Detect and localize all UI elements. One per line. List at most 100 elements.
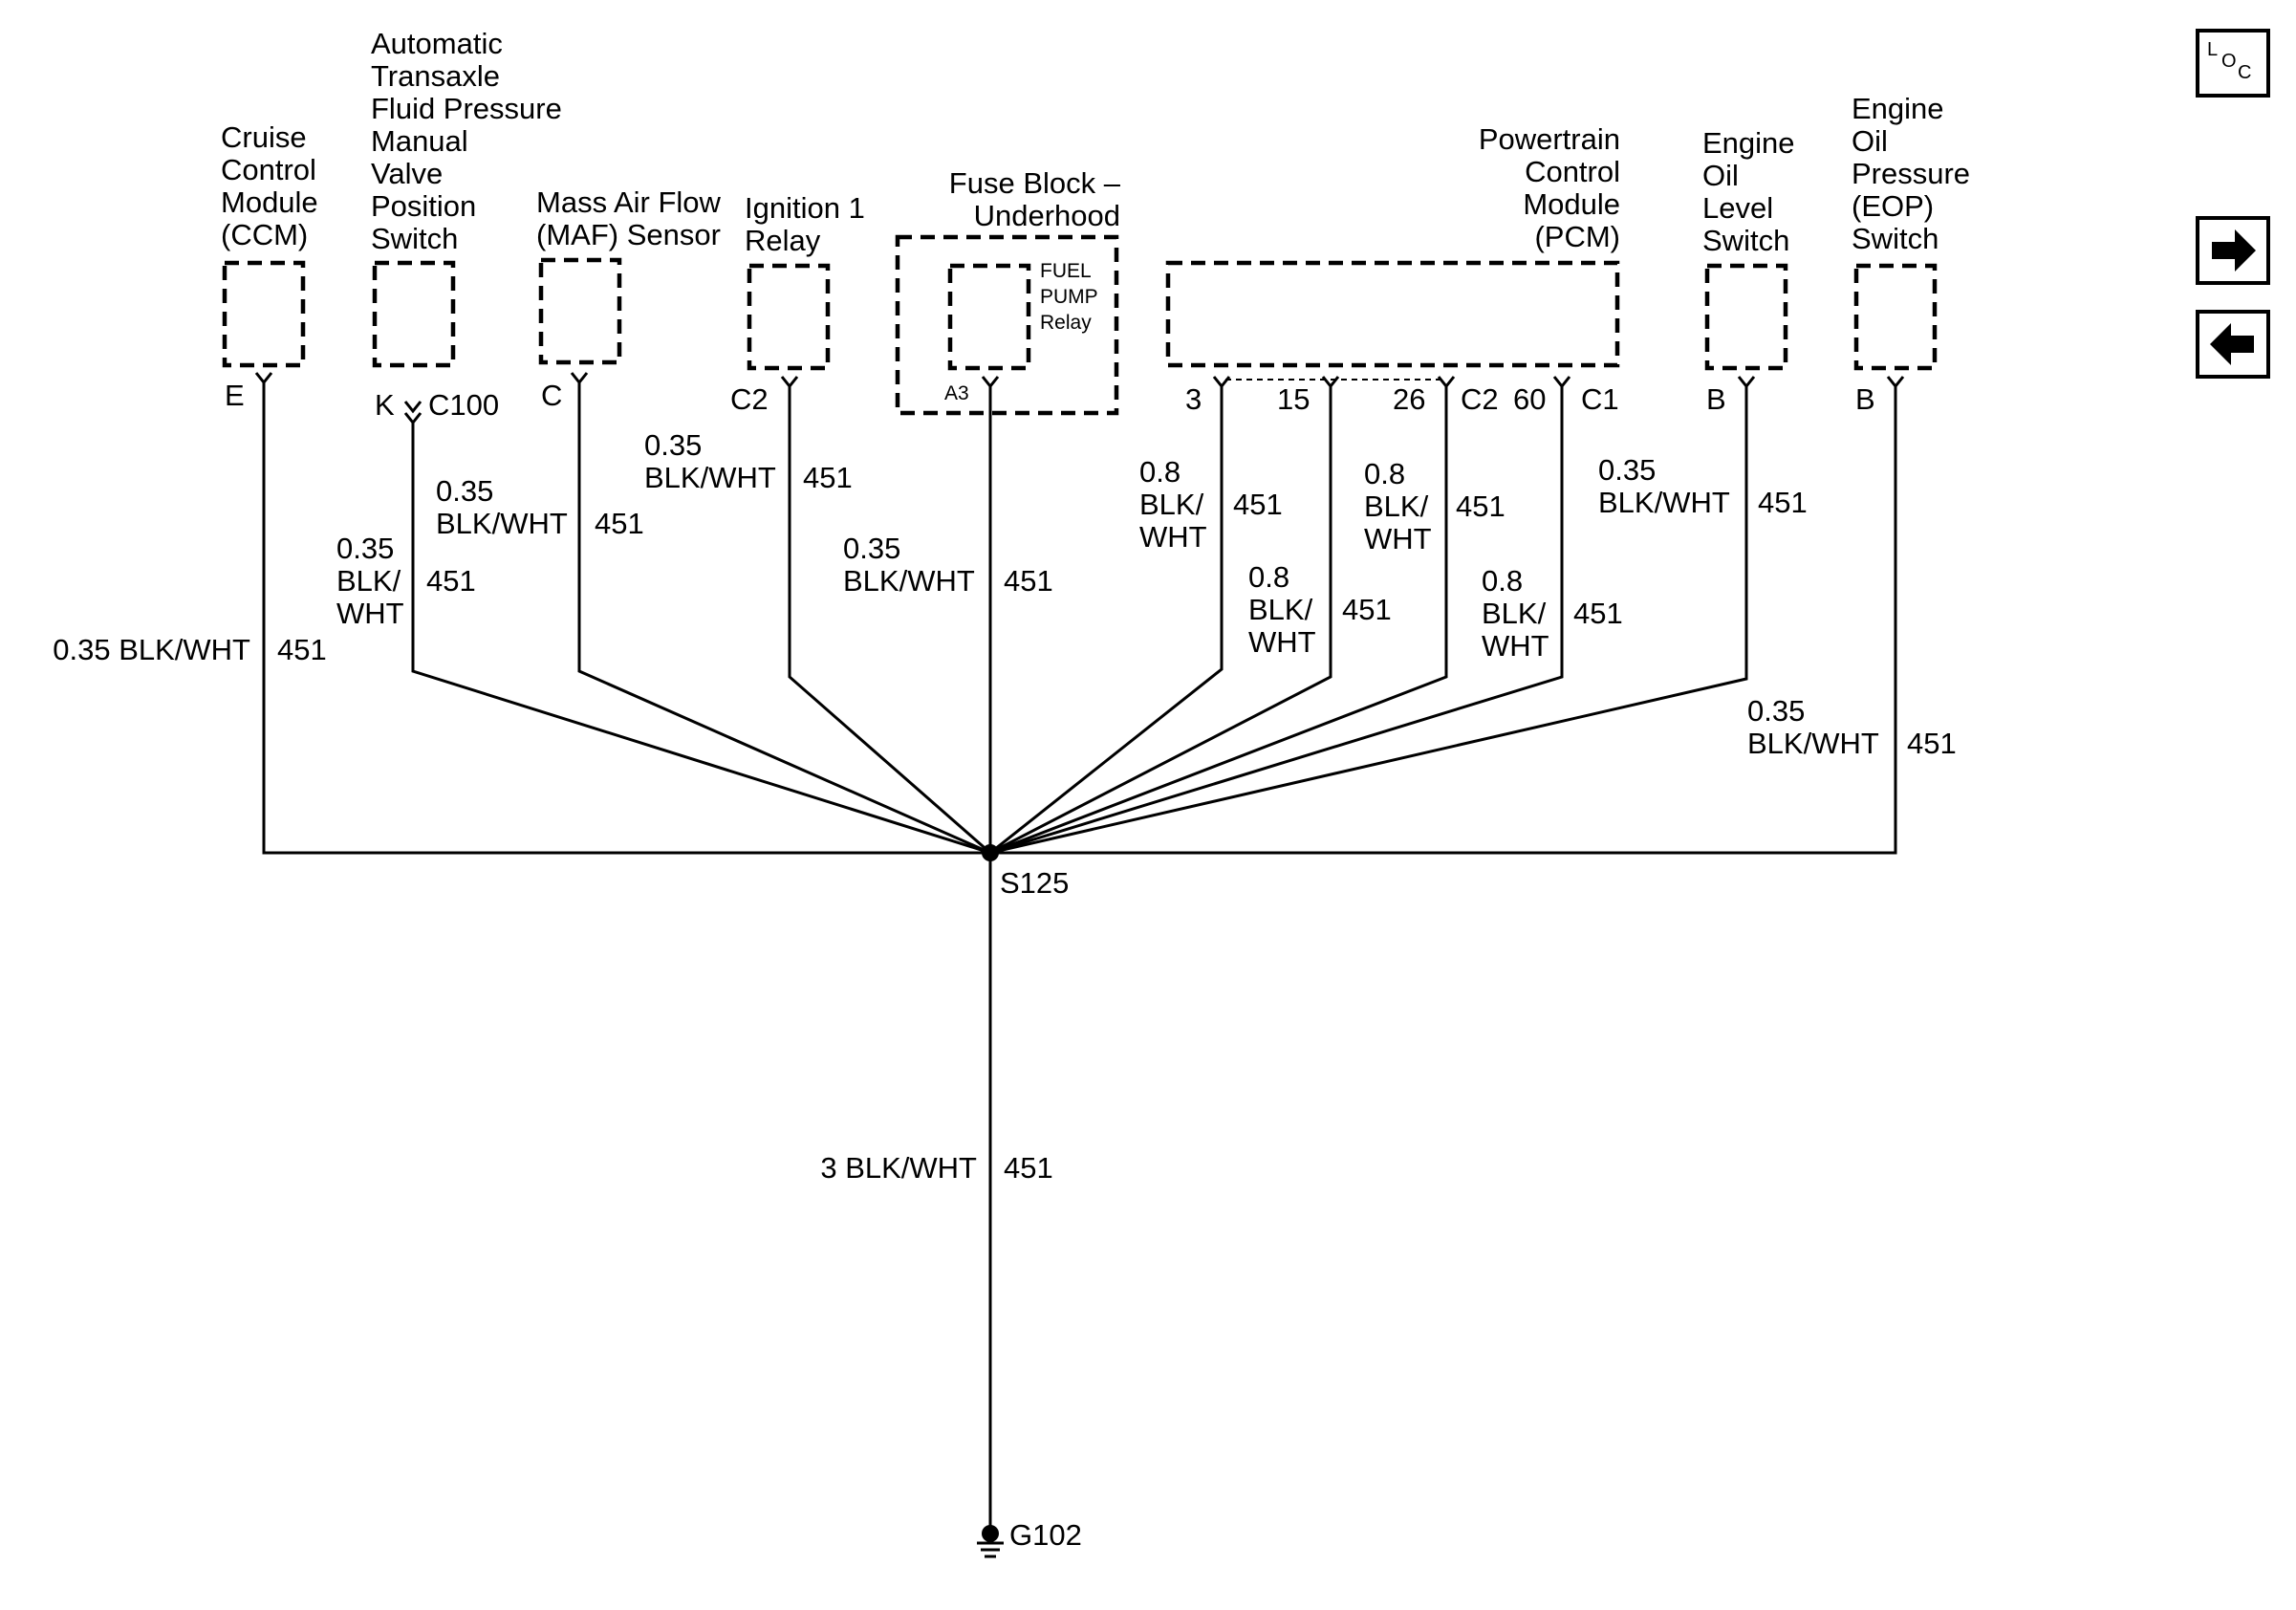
wire-circuit-maf: 451 [595,507,644,540]
wire-color-maf: BLK/WHT [436,507,568,540]
ignition-relay-box [747,263,831,371]
atfp-switch-label: Automatic Transaxle Fluid Pressure Manua… [371,27,562,255]
wire-color-pcm-3: 0.8 [1139,455,1180,489]
atfp-label-line: Fluid Pressure [371,92,562,125]
wire-color-eop: 0.35 [1747,694,1805,728]
fuse-label-line: Underhood [974,199,1120,232]
svg-text:C: C [2238,62,2251,83]
ccm-label: Cruise Control Module (CCM) [221,120,318,251]
eop-pin-label: B [1855,382,1875,416]
ccm-label-line: Control [221,153,316,186]
splice-label: S125 [1000,866,1069,900]
wire-color-pcm-60: WHT [1482,629,1549,663]
wire-color-pcm-3: BLK/ [1139,488,1204,521]
inline-connector-symbol [403,401,422,425]
ground-symbol [977,1525,1004,1558]
eol-label-line: Oil [1702,159,1739,192]
wire-color-pcm-15: BLK/ [1248,593,1313,626]
wire-color-eol: BLK/WHT [1598,486,1730,519]
pcm-pin-15-label: 15 [1277,382,1310,416]
wire-color-pcm-60: BLK/ [1482,597,1547,630]
wire-circuit-eop: 451 [1907,727,1957,760]
eop-label-line: Engine [1852,92,1944,125]
splice-dot [982,844,999,861]
wire-circuit-pcm-60: 451 [1573,597,1623,630]
svg-text:L: L [2207,39,2218,60]
pcm-label-line: Control [1525,155,1620,188]
fuel-pump-relay-box [947,263,1031,371]
maf-sensor-box [538,257,622,365]
svg-text:O: O [2221,51,2237,72]
wire-circuit-fuse: 451 [1004,564,1053,598]
pin-symbol [1737,376,1756,389]
wire-maf-sensor [577,382,991,855]
wire-color-pcm-15: WHT [1248,625,1316,659]
pcm-label-line: Powertrain [1479,122,1620,156]
maf-pin-label: C [541,379,562,412]
eop-label-line: Oil [1852,124,1888,158]
ccm-label-line: Cruise [221,120,307,154]
wire-color-atfp: BLK/ [336,564,401,598]
wire-color-ign: BLK/WHT [644,461,776,494]
loc-button[interactable]: L O C [2196,29,2270,98]
connector-pins [254,372,1905,425]
pcm-connector-c1-label: C1 [1581,382,1619,416]
fuel-relay-label-line: Relay [1040,312,1092,334]
wire-circuit-ground: 451 [1004,1151,1053,1185]
pin-symbol [1321,376,1340,389]
atfp-label-line: Position [371,189,476,223]
pin-symbol [780,376,799,389]
wires [262,382,1897,1534]
wire-circuit-ccm: 451 [277,633,327,666]
ign-pin-label: C2 [730,382,769,416]
atfp-label-line: Automatic [371,27,503,60]
back-button[interactable] [2196,310,2270,379]
pcm-label: Powertrain Control Module (PCM) [1479,122,1620,253]
loc-button-frame [2196,29,2270,98]
ccm-box [222,260,306,368]
wire-color-pcm-26: 0.8 [1364,457,1405,490]
atfp-label-line: Transaxle [371,59,500,93]
wire-color-pcm-60: 0.8 [1482,564,1523,598]
arrow-left-icon [2210,323,2254,365]
wire-color-fuse: 0.35 [843,532,900,565]
wire-circuit-atfp: 451 [426,564,476,598]
ignition-relay-label: Ignition 1 Relay [745,191,865,257]
wire-circuit-pcm-26: 451 [1456,490,1505,523]
ccm-label-line: (CCM) [221,218,308,251]
ign-label-line: Relay [745,224,821,257]
pcm-pin-3-label: 3 [1185,382,1202,416]
forward-button[interactable] [2196,216,2270,285]
fuel-relay-label-line: FUEL [1040,260,1092,282]
pcm-label-line: (PCM) [1534,220,1620,253]
atfp-label-line: Valve [371,157,443,190]
wire-circuit-ign: 451 [803,461,853,494]
loc-icon: L O C [2207,39,2251,83]
ground-label: G102 [1009,1518,1082,1552]
fuel-pump-relay-label: FUEL PUMP Relay [1040,260,1098,334]
fuse-pin-label: A3 [944,382,969,404]
wire-color-atfp: 0.35 [336,532,394,565]
ign-label-line: Ignition 1 [745,191,865,225]
pcm-connector-c2-label: C2 [1461,382,1499,416]
fuel-relay-label-line: PUMP [1040,286,1098,308]
wire-circuit-pcm-15: 451 [1342,593,1392,626]
pcm-box [1165,260,1620,368]
maf-sensor-label: Mass Air Flow (MAF) Sensor [536,185,722,251]
wire-pcm-pin-26 [989,386,1448,855]
wire-color-maf: 0.35 [436,474,493,508]
eop-label-line: Pressure [1852,157,1970,190]
wire-color-pcm-26: WHT [1364,522,1432,555]
wire-circuit-eol: 451 [1758,486,1808,519]
wire-ccm [262,382,990,855]
eop-label-line: (EOP) [1852,189,1934,223]
wire-ignition-relay [788,386,991,855]
ccm-label-line: Module [221,185,318,219]
maf-label-line: Mass Air Flow [536,185,722,219]
wire-color-pcm-26: BLK/ [1364,490,1429,523]
pcm-pin-60-label: 60 [1513,382,1546,416]
eol-switch-box [1704,263,1788,371]
wire-labels: 0.35 BLK/WHT 451 0.35 BLK/ WHT 451 0.35 … [53,428,1956,1185]
wire-pcm-pin-60 [989,386,1564,855]
